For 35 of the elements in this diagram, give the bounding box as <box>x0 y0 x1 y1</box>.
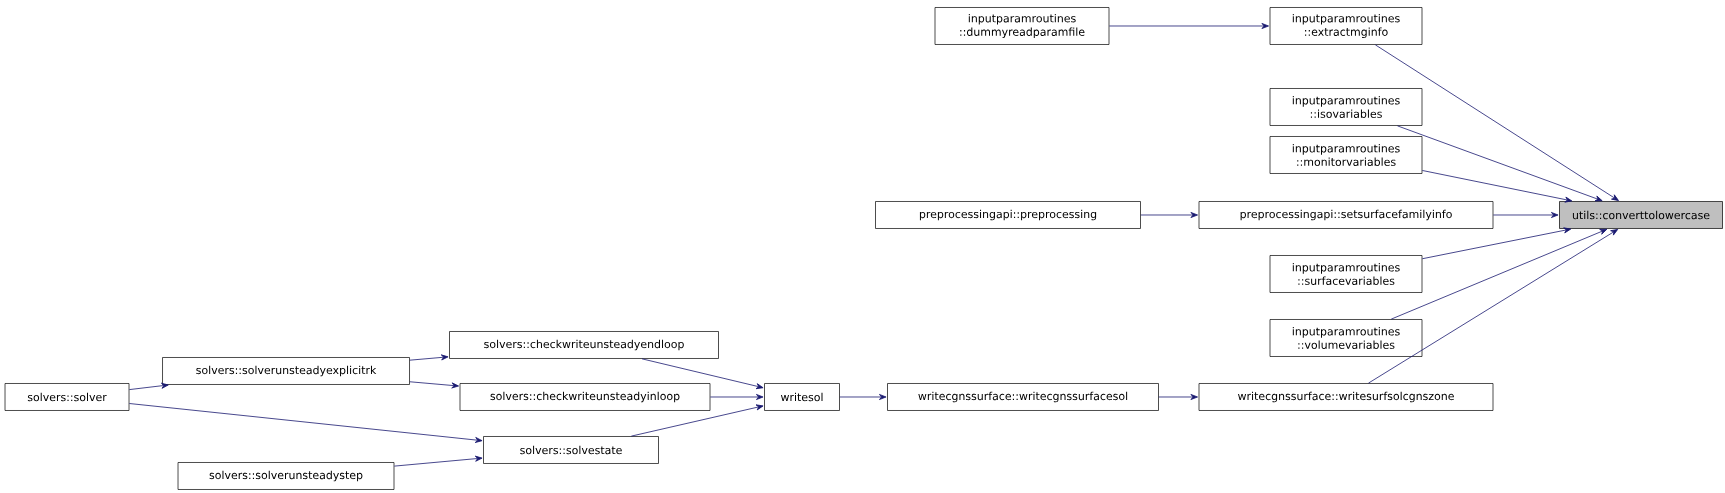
function-box: writecgnssurface::writesurfsolcgnszone <box>1198 383 1494 411</box>
arrow <box>409 354 449 361</box>
function-box: inputparamroutines ::extractmginfo <box>1269 7 1423 45</box>
arrow <box>1368 229 1619 384</box>
function-box: solvers::checkwriteunsteadyendloop <box>449 331 719 359</box>
arrow <box>1108 23 1269 29</box>
arrow <box>128 403 483 443</box>
arrow <box>839 394 887 400</box>
arrow <box>1492 212 1559 218</box>
arrow <box>630 404 764 437</box>
function-box: preprocessingapi::setsurfacefamilyinfo <box>1198 201 1494 229</box>
function-box: utils::converttolowercase <box>1559 201 1723 229</box>
function-box: preprocessingapi::preprocessing <box>875 201 1141 229</box>
arrow <box>1421 227 1572 260</box>
arrow <box>1397 125 1603 202</box>
function-box: solvers::solvestate <box>483 436 659 464</box>
arrow <box>128 382 169 390</box>
arrow <box>1140 212 1198 218</box>
function-box: solvers::solver <box>4 383 130 411</box>
arrow <box>1158 394 1198 400</box>
function-box: inputparamroutines ::volumevariables <box>1269 319 1423 357</box>
arrow <box>393 455 483 467</box>
function-box: inputparamroutines ::dummyreadparamfile <box>934 7 1110 45</box>
function-box: solvers::solverunsteadyexplicitrk <box>162 357 410 385</box>
function-box: writecgnssurface::writecgnssurfacesol <box>887 383 1159 411</box>
arrow <box>709 394 764 400</box>
arrow <box>1421 170 1573 203</box>
function-box: writesol <box>764 383 840 411</box>
function-box: inputparamroutines ::isovariables <box>1269 88 1423 126</box>
function-box: inputparamroutines ::surfacevariables <box>1269 255 1423 293</box>
function-box: solvers::checkwriteunsteadyinloop <box>459 383 711 411</box>
arrow <box>1374 44 1619 201</box>
arrow <box>409 381 459 389</box>
function-box: solvers::solverunsteadystep <box>177 462 395 490</box>
function-box: inputparamroutines ::monitorvariables <box>1269 136 1423 174</box>
